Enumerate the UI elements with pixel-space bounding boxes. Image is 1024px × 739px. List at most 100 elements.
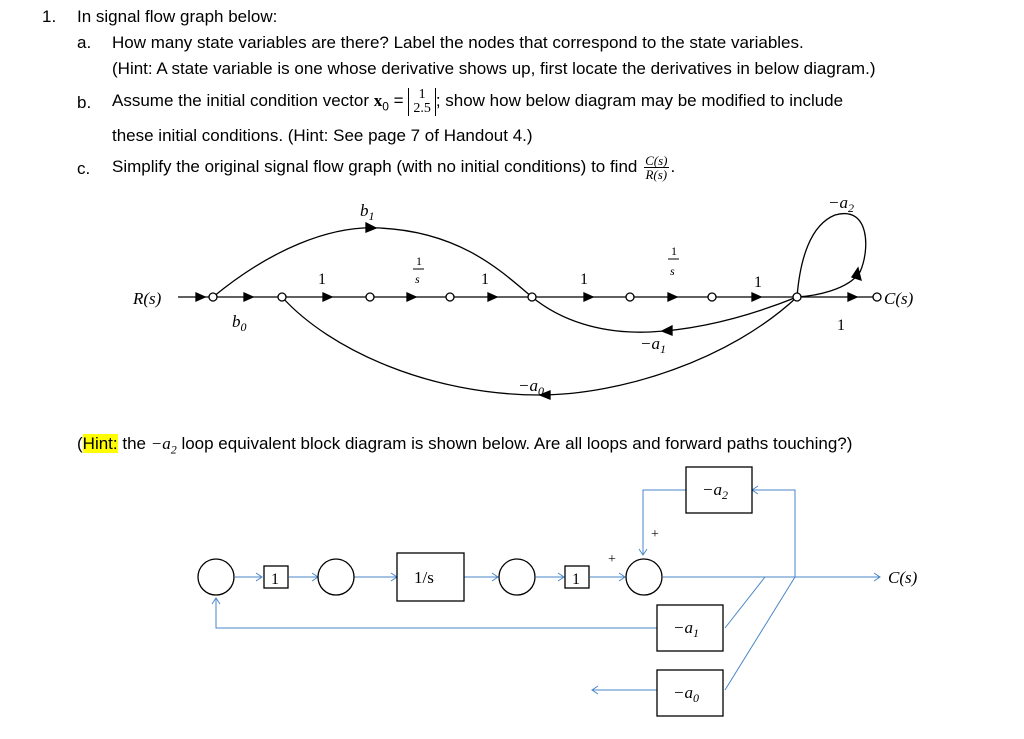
arrow-b0 (243, 291, 255, 303)
label-neg-a2: −a2 (828, 193, 854, 215)
label-neg-a1: −a1 (640, 334, 666, 356)
hint-symbol: −a (150, 434, 171, 453)
bd-gain-block-2 (564, 565, 590, 589)
hint-word: Hint: (82, 434, 118, 453)
arrow-gain-4 (751, 291, 763, 303)
bd-loop-neg-a2-right (752, 489, 796, 577)
part-b-text-before: Assume the initial condition vector (112, 91, 374, 110)
bd-neg-a2-label: −a2 (702, 480, 728, 502)
bd-neg-a1-block (656, 604, 724, 652)
bd-feedback-a1-in (724, 576, 766, 629)
hint-text-a: the (117, 434, 151, 453)
label-b1: b1 (360, 201, 375, 223)
svg-text:1: 1 (671, 244, 677, 258)
node-5 (625, 292, 635, 302)
frac-numerator: C(s) (644, 153, 669, 169)
bd-feedback-a1-out (215, 598, 657, 629)
label-b0: b0 (232, 312, 247, 334)
part-b-text-after: ; show how below diagram may be modified… (435, 91, 844, 110)
part-b-line2: these initial conditions. (Hint: See pag… (112, 126, 533, 145)
part-b-label: b. (77, 93, 92, 112)
label-gain-1b: 1 (481, 271, 489, 288)
label-neg-a0: −a0 (518, 376, 544, 398)
vector-top: 1 (418, 86, 426, 102)
node-1 (277, 292, 287, 302)
arrow-integrator-2 (667, 291, 679, 303)
hint-text-b: loop equivalent block diagram is shown b… (176, 434, 853, 453)
part-b-line1: Assume the initial condition vector x0 =… (112, 84, 843, 123)
part-c-label: c. (77, 159, 91, 178)
bd-feedback-a0-in (724, 576, 796, 691)
node-7 (792, 292, 802, 302)
bd-neg-a0-label: −a0 (673, 683, 699, 705)
frac-denominator: R(s) (645, 167, 668, 183)
bd-neg-a1-label: −a1 (673, 618, 699, 640)
arrow-input (195, 291, 207, 303)
bd-loop-neg-a2-left (642, 489, 686, 555)
problem-number: 1. (42, 7, 57, 26)
bd-integrator-label: 1/s (414, 568, 434, 587)
bd-output-label: C(s) (888, 568, 918, 587)
bd-neg-a2-block (685, 466, 753, 514)
vector-subscript: 0 (382, 99, 389, 114)
node-4 (527, 292, 537, 302)
part-c-line: Simplify the original signal flow graph … (112, 149, 675, 185)
vector-bottom: 2.5 (413, 100, 431, 116)
bd-integrator-block (396, 552, 465, 602)
vector-symbol: x (373, 91, 383, 110)
arrow-output (847, 291, 859, 303)
part-c-text: Simplify the original signal flow graph … (112, 157, 643, 176)
hint-symbol-sub: 2 (170, 442, 177, 457)
bd-summing-junction-1 (197, 558, 235, 596)
branch-b1 (212, 227, 533, 298)
label-output: C(s) (884, 289, 914, 308)
label-gain-1a: 1 (318, 271, 326, 288)
node-6 (707, 292, 717, 302)
equals-sign: = (388, 91, 409, 110)
arrow-integrator-1 (406, 291, 418, 303)
transfer-fraction: C(s)R(s) (644, 153, 669, 183)
label-input: R(s) (132, 289, 162, 308)
bd-plus-sign-left: + (608, 552, 616, 567)
arrow-gain-1 (322, 291, 334, 303)
label-gain-1d: 1 (754, 274, 762, 291)
part-a-label: a. (77, 33, 92, 52)
bd-plus-sign-top: + (651, 527, 659, 542)
bd-gain-label-1: 1 (271, 571, 279, 588)
signal-flow-graph (178, 212, 882, 400)
part-a-hint: (Hint: A state variable is one whose der… (112, 59, 876, 78)
bd-node-3 (498, 558, 536, 596)
bd-node-2 (317, 558, 355, 596)
svg-text:s: s (415, 272, 420, 286)
bd-summing-junction-2 (625, 558, 663, 596)
node-3 (445, 292, 455, 302)
arrow-b1 (365, 221, 378, 233)
node-output (872, 292, 882, 302)
label-integrator-1: 1 s (413, 254, 424, 286)
part-a-line1: How many state variables are there? Labe… (112, 33, 804, 52)
bd-gain-block-1 (263, 565, 289, 589)
branch-neg-a2-loop (796, 212, 867, 298)
label-gain-1c: 1 (580, 271, 588, 288)
arrow-gain-3 (583, 291, 595, 303)
label-integrator-2: 1 s (668, 244, 679, 278)
block-diagram: 1 1/s 1 −a2 −a1 −a0 + + C(s) (197, 466, 918, 717)
arrow-gain-2 (487, 291, 499, 303)
node-2 (365, 292, 375, 302)
node-input (208, 292, 218, 302)
label-gain-1e: 1 (837, 317, 845, 334)
hint-open: ( (77, 434, 83, 453)
arrow-neg-a2 (850, 266, 862, 281)
branch-neg-a1 (531, 296, 798, 333)
svg-text:s: s (670, 264, 675, 278)
arrow-neg-a0 (538, 390, 551, 400)
bd-gain-label-2: 1 (572, 571, 580, 588)
hint-line: (Hint: the −a2 loop equivalent block dia… (77, 434, 852, 457)
problem-intro: In signal flow graph below: (77, 7, 278, 26)
bd-neg-a0-block (656, 669, 724, 717)
part-c-end: . (670, 157, 676, 176)
arrow-neg-a1 (660, 324, 673, 336)
svg-text:1: 1 (416, 254, 422, 268)
